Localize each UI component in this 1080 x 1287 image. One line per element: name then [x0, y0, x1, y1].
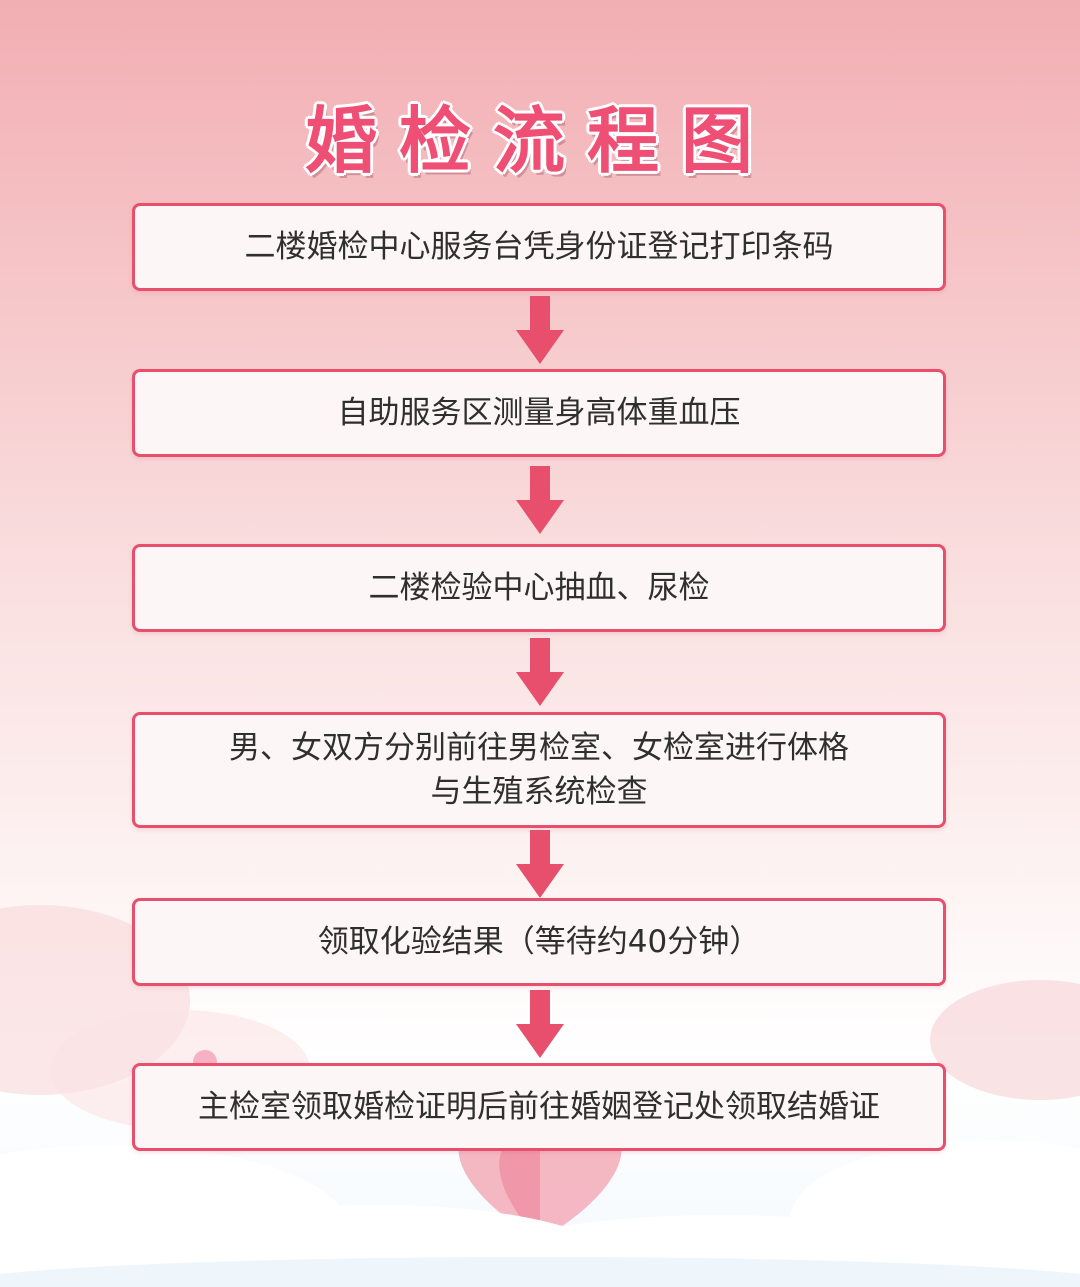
step-box-6: 主检室领取婚检证明后前往婚姻登记处领取结婚证	[132, 1063, 946, 1151]
step-box-3: 二楼检验中心抽血、尿检	[132, 544, 946, 632]
step-box-1: 二楼婚检中心服务台凭身份证登记打印条码	[132, 203, 946, 291]
step-box-2: 自助服务区测量身高体重血压	[132, 369, 946, 457]
arrow-down-icon	[516, 466, 564, 534]
step-label: 男、女双方分别前往男检室、女检室进行体格 与生殖系统检查	[229, 730, 849, 810]
arrow-down-icon	[516, 830, 564, 898]
arrow-down-icon	[516, 296, 564, 364]
cloud-shape	[930, 980, 1080, 1100]
arrow-down-icon	[516, 990, 564, 1058]
cloud-shape	[0, 1257, 1080, 1287]
step-label: 二楼检验中心抽血、尿检	[368, 570, 710, 606]
step-label: 二楼婚检中心服务台凭身份证登记打印条码	[244, 229, 834, 265]
arrow-down-icon	[516, 638, 564, 706]
step-label: 自助服务区测量身高体重血压	[337, 395, 741, 431]
step-box-5: 领取化验结果（等待约40分钟）	[132, 898, 946, 986]
step-label: 主检室领取婚检证明后前往婚姻登记处领取结婚证	[198, 1089, 880, 1125]
cloud-shape	[790, 1140, 1080, 1287]
step-box-4: 男、女双方分别前往男检室、女检室进行体格 与生殖系统检查	[132, 712, 946, 828]
step-label: 领取化验结果（等待约40分钟）	[317, 924, 761, 960]
page-title: 婚检流程图	[304, 99, 775, 183]
heart-fold-shape	[499, 1135, 540, 1240]
